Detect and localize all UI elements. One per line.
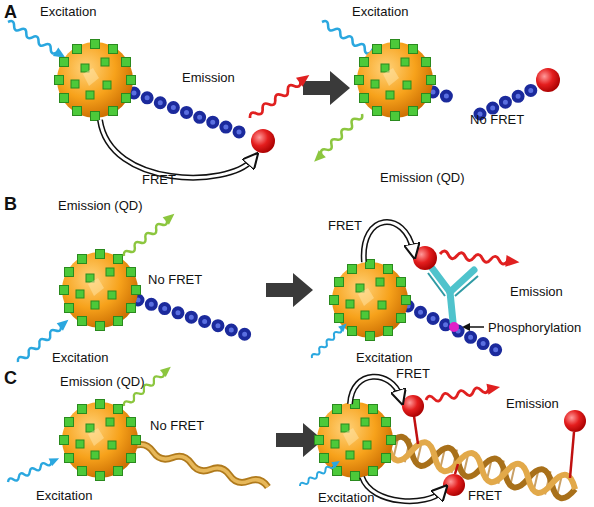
panel-letter: C [4, 368, 17, 388]
excitation-wave [5, 18, 68, 62]
emission-wave [439, 248, 520, 268]
annotation-label: Excitation [36, 488, 92, 503]
antibody [432, 268, 474, 322]
peptide-fragment [480, 88, 536, 114]
dye-linker [414, 416, 574, 478]
peptide-chain [134, 93, 250, 136]
quantum-dot [55, 40, 136, 121]
peptide-fragment [480, 88, 536, 114]
peptide-chain [138, 300, 250, 336]
acceptor-dye [413, 246, 437, 270]
emission-wave [425, 381, 501, 405]
annotation-label: Emission [510, 284, 563, 299]
qd-emission-wave [311, 110, 366, 165]
panel-letter: A [4, 2, 17, 22]
annotation-label: No FRET [148, 272, 202, 287]
pointer-line [468, 326, 484, 328]
annotation-label: Phosphorylation [488, 320, 581, 335]
annotation-label: Emission (QD) [380, 170, 465, 185]
peptide-chain [134, 93, 250, 136]
annotation-label: FRET [328, 218, 362, 233]
fret-arrow [100, 120, 252, 178]
pointer-head [462, 323, 470, 331]
excitation-wave [6, 454, 61, 485]
panel-a-right [311, 18, 560, 166]
annotation-label: Excitation [356, 350, 412, 365]
annotation-label: Excitation [40, 4, 96, 19]
annotation-label: FRET [468, 488, 502, 503]
annotation-label: Emission (QD) [58, 198, 143, 213]
annotation-label: FRET [396, 366, 430, 381]
peptide-chain [138, 300, 250, 336]
annotation-label: No FRET [470, 112, 524, 127]
fret-arrow [350, 377, 400, 404]
step-arrow [266, 71, 350, 457]
qd-emission-wave [121, 210, 178, 260]
quantum-dot [355, 40, 436, 121]
panel-c-right [298, 377, 586, 501]
peptide-chain [433, 92, 459, 100]
acceptor-dye [564, 410, 586, 432]
panel-c-left [6, 363, 269, 491]
annotation-label: Excitation [352, 4, 408, 19]
quantum-dot [60, 400, 141, 481]
annotation-label: Emission [182, 70, 235, 85]
acceptor-dye [443, 474, 465, 496]
fret-arrow [350, 377, 400, 404]
annotation-label: No FRET [150, 418, 204, 433]
excitation-wave [298, 458, 342, 489]
excitation-wave [309, 321, 349, 361]
peptide-chain [433, 92, 459, 100]
acceptor-dye [536, 68, 560, 92]
annotation-label: Emission (QD) [60, 374, 145, 389]
panel-b-left [15, 210, 250, 366]
acceptor-dye [402, 395, 424, 417]
acceptor-dye [251, 129, 275, 153]
panel-a-left [5, 18, 312, 178]
annotation-label: Excitation [318, 490, 374, 505]
emission-wave [247, 70, 313, 122]
single-strand-dna [133, 442, 269, 491]
annotation-label: Emission [506, 396, 559, 411]
annotation-label: FRET [142, 172, 176, 187]
panel-letter: B [4, 194, 17, 214]
phosphate-group [449, 322, 459, 332]
annotation-label: Excitation [52, 350, 108, 365]
fret-arrow [364, 222, 413, 262]
fret-arrow [100, 120, 252, 178]
panel-b-right [309, 222, 520, 361]
fret-arrow [364, 222, 413, 262]
antibody [428, 273, 478, 296]
quantum-dot [60, 250, 141, 331]
